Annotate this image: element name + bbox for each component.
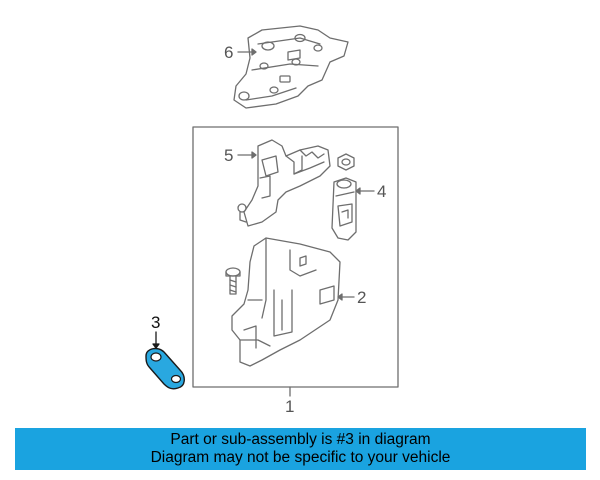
callout-5-label: 5 [224, 146, 233, 165]
callout-6-label: 6 [224, 43, 233, 62]
callout-6-arrow [237, 48, 257, 56]
banner-line-1: Part or sub-assembly is #3 in diagram [170, 431, 431, 448]
part-2-bolt [225, 267, 241, 295]
callout-3-arrow [152, 331, 160, 349]
part-6-cover [233, 25, 349, 109]
callout-4-arrow [355, 187, 375, 195]
part-5-nut [337, 153, 355, 171]
assembly-box [192, 126, 399, 388]
callout-2-arrow [337, 293, 355, 301]
callout-5-arrow [237, 151, 257, 159]
part-5-relay-block [237, 139, 331, 227]
callout-4-label: 4 [377, 182, 386, 201]
part-2-housing [231, 237, 341, 367]
part-3-ground-strap [145, 347, 185, 390]
part-4-fuse [331, 177, 357, 241]
banner-line-2: Diagram may not be specific to your vehi… [150, 449, 451, 466]
callout-1-label: 1 [285, 397, 294, 416]
callout-2-label: 2 [357, 288, 366, 307]
info-banner: Part or sub-assembly is #3 in diagram Di… [15, 428, 586, 470]
callout-3-label: 3 [151, 313, 160, 332]
